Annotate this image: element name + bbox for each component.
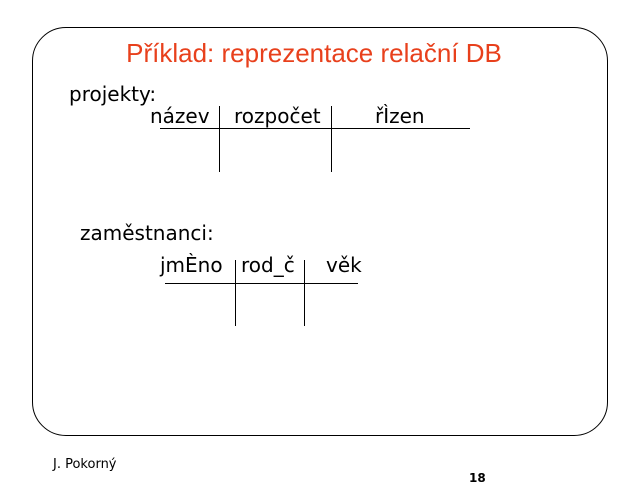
column-header-jmeno: jmÈno <box>160 253 223 277</box>
column-header-rizen: řÌzen <box>375 104 425 128</box>
column-header-vek: věk <box>326 253 362 277</box>
table-name-projekty: projekty: <box>69 82 157 106</box>
page-number: 18 <box>469 471 486 485</box>
column-divider <box>219 106 220 172</box>
slide-frame <box>32 27 608 436</box>
footer-author: J. Pokorný <box>53 457 117 472</box>
slide-title: Příklad: reprezentace relační DB <box>126 38 502 68</box>
table-name-zamestnanci: zaměstnanci: <box>80 221 214 245</box>
column-header-rod-c: rod_č <box>241 253 295 277</box>
column-header-nazev: název <box>150 104 210 128</box>
column-divider <box>304 260 305 326</box>
table-header-rule <box>160 128 470 129</box>
column-header-rozpocet: rozpočet <box>234 104 321 128</box>
column-divider <box>235 260 236 326</box>
table-header-rule <box>165 283 358 284</box>
column-divider <box>331 106 332 172</box>
